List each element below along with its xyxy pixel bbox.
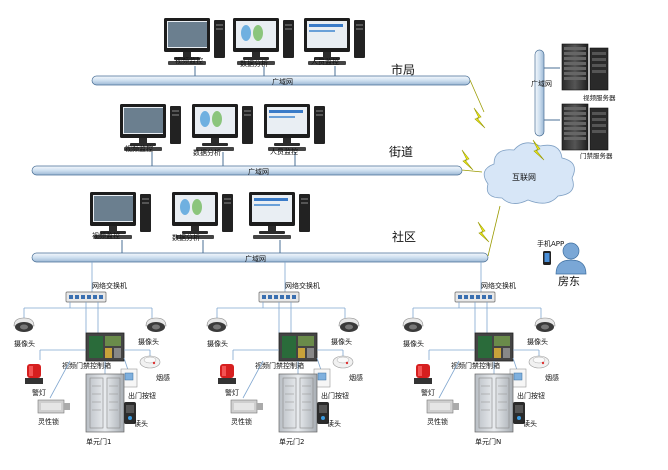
door-cabinet-icon — [474, 373, 514, 433]
reader-label: 读头 — [327, 419, 341, 428]
camera-right-label: 摄像头 — [138, 337, 159, 346]
alarm-light-icon — [218, 364, 236, 384]
trunk-wan-label: 广域网 — [531, 79, 552, 88]
lock-icon — [230, 399, 264, 414]
community-wan-bus — [31, 252, 489, 263]
network-switch-icon — [258, 291, 300, 303]
street-pc-analysis — [192, 104, 253, 151]
controller-label: 视频门禁控制箱 — [255, 361, 304, 370]
community-level: 视频监控 数据分析 广域网 社区 — [31, 192, 489, 263]
camera-left-label: 摄像头 — [14, 339, 35, 348]
community-wan-label: 广域网 — [245, 254, 266, 263]
city-label-personnel: 人员监控 — [311, 57, 339, 66]
street-label-personnel: 人员监控 — [270, 147, 298, 156]
lock-icon — [37, 399, 71, 414]
city-analysis-graphic — [241, 25, 251, 41]
city-pc-analysis — [233, 18, 294, 65]
switch-label: 网络交换机 — [285, 281, 320, 290]
controller-label: 视频门禁控制箱 — [451, 361, 500, 370]
community-label-analysis: 数据分析 — [172, 233, 200, 242]
alarm-label: 警灯 — [32, 388, 46, 397]
door-cabinet-icon — [278, 373, 318, 433]
city-video-screen — [168, 22, 207, 47]
core-network: 广域网 视频服务器 门禁服务器 互联网 — [461, 43, 616, 257]
video-server-icon — [561, 43, 609, 91]
access-server-label: 门禁服务器 — [580, 151, 613, 160]
smoke-label: 烟感 — [156, 373, 170, 382]
camera-left-label: 摄像头 — [207, 339, 228, 348]
internet-cloud-icon — [483, 142, 575, 204]
bolt-community-icon — [477, 221, 490, 243]
street-wan-bus — [31, 165, 463, 176]
controller-box-icon — [85, 332, 125, 362]
lock-label: 灵性锁 — [231, 417, 252, 426]
switch-label: 网络交换机 — [92, 281, 127, 290]
exit-button-label: 出门按钮 — [128, 391, 156, 400]
exit-button-label: 出门按钮 — [321, 391, 349, 400]
lock-icon — [426, 399, 460, 414]
city-level: 视频监控 数据分析 人员监控 广域网 市局 — [91, 18, 471, 86]
door-label: 单元门2 — [279, 437, 304, 446]
internet-label: 互联网 — [512, 173, 536, 182]
smoke-detector-icon — [528, 355, 550, 369]
bolt-street-icon — [461, 149, 474, 171]
exit-button-label: 出门按钮 — [517, 391, 545, 400]
network-switch-icon — [454, 291, 496, 303]
smoke-label: 烟感 — [545, 373, 559, 382]
alarm-light-icon — [25, 364, 43, 384]
camera-left-label: 摄像头 — [403, 339, 424, 348]
street-label-video: 视频监控 — [125, 144, 153, 153]
community-label-video: 视频监控 — [92, 231, 120, 240]
trunk-wan-bus — [534, 49, 545, 137]
city-label-video: 视频监控 — [175, 56, 203, 65]
owner-app-label: 手机APP — [537, 239, 564, 248]
owner-label: 房东 — [558, 275, 580, 288]
camera-left-icon — [402, 317, 424, 333]
city-wan-label: 广域网 — [272, 77, 293, 86]
video-server-label: 视频服务器 — [583, 93, 616, 102]
door-label: 单元门1 — [86, 437, 111, 446]
lock-label: 灵性锁 — [427, 417, 448, 426]
camera-right-label: 摄像头 — [527, 337, 548, 346]
door-cabinet-icon — [85, 373, 125, 433]
camera-right-icon — [338, 317, 360, 333]
street-label-analysis: 数据分析 — [193, 148, 221, 157]
reader-label: 读头 — [523, 419, 537, 428]
smoke-detector-icon — [139, 355, 161, 369]
community-level-name: 社区 — [392, 229, 416, 244]
owner: 手机APP 房东 — [537, 239, 587, 288]
street-wan-label: 广域网 — [248, 167, 269, 176]
camera-right-icon — [534, 317, 556, 333]
alarm-label: 警灯 — [421, 388, 435, 397]
street-level: 视频监控 数据分析 人员监控 广域网 街道 — [31, 104, 463, 176]
person-icon — [562, 242, 580, 260]
network-switch-icon — [65, 291, 107, 303]
community-pc-analysis — [172, 192, 233, 239]
switch-label: 网络交换机 — [481, 281, 516, 290]
controller-label: 视频门禁控制箱 — [62, 361, 111, 370]
controller-box-icon — [474, 332, 514, 362]
units: 网络交换机摄像头摄像头视频门禁控制箱烟感警灯出门按钮灵性锁单元门1读头网络交换机… — [13, 262, 559, 446]
city-label-analysis: 数据分析 — [240, 59, 268, 68]
controller-box-icon — [278, 332, 318, 362]
camera-left-icon — [206, 317, 228, 333]
camera-right-icon — [145, 317, 167, 333]
smoke-label: 烟感 — [349, 373, 363, 382]
access-server-icon — [561, 103, 609, 151]
city-level-name: 市局 — [391, 62, 415, 77]
reader-label: 读头 — [134, 419, 148, 428]
camera-left-icon — [13, 317, 35, 333]
alarm-label: 警灯 — [225, 388, 239, 397]
alarm-light-icon — [414, 364, 432, 384]
door-label: 单元门N — [475, 437, 501, 446]
smoke-detector-icon — [332, 355, 354, 369]
street-level-name: 街道 — [389, 145, 413, 159]
camera-right-label: 摄像头 — [331, 337, 352, 346]
lock-label: 灵性锁 — [38, 417, 59, 426]
